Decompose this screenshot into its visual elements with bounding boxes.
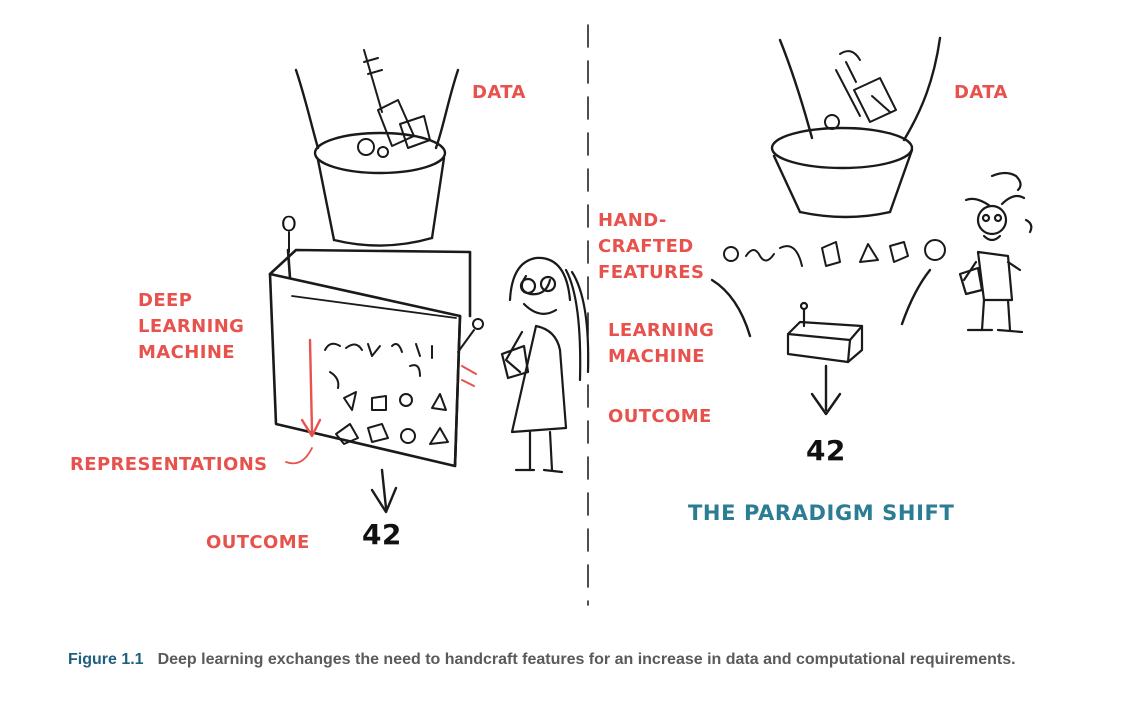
left-result-value: 42 — [362, 518, 402, 551]
crafted-label: CRAFTED — [598, 236, 694, 257]
figure-illustration: DATA O DEEP LEARNING MACHINE REPRESENTAT… — [70, 24, 1033, 606]
right-data-objects-icon — [824, 50, 897, 130]
representations-label: REPRESENTATIONS — [70, 454, 268, 475]
machine-switch-icon: O — [281, 212, 297, 236]
right-data-funnel-icon — [770, 36, 942, 219]
right-data-label: DATA — [954, 82, 1008, 103]
learning-machine-box-icon — [786, 301, 864, 364]
representations-arrow — [285, 338, 322, 465]
left-feature-arc — [710, 278, 752, 338]
left-data-label: DATA — [472, 82, 526, 103]
machine-label: MACHINE — [138, 342, 235, 363]
right-machine-label: MACHINE — [608, 346, 705, 367]
hand-label: HAND- — [598, 210, 667, 231]
right-feature-arc — [900, 268, 932, 326]
right-learning-label: LEARNING — [608, 320, 715, 341]
right-result-value: 42 — [806, 434, 846, 467]
left-outcome-arrow — [370, 468, 398, 514]
engineer-character-icon — [958, 171, 1033, 334]
machine-representation-shapes-icon — [324, 342, 449, 445]
scientist-character-icon — [500, 256, 590, 474]
caption-text: Deep learning exchanges the need to hand… — [157, 651, 1016, 668]
sketch-drawing — [268, 24, 1033, 606]
figure-number: Figure 1.1 — [68, 651, 144, 668]
left-data-objects-icon — [357, 49, 431, 158]
features-label: FEATURES — [598, 262, 705, 283]
right-outcome-arrow — [810, 364, 842, 416]
figure-caption: Figure 1.1 Deep learning exchanges the ne… — [68, 648, 1068, 672]
crank-handle-icon — [457, 318, 484, 387]
left-outcome-label: OUTCOME — [206, 532, 310, 553]
deep-label: DEEP — [138, 290, 193, 311]
left-data-funnel-icon — [294, 68, 460, 247]
right-outcome-label: OUTCOME — [608, 406, 712, 427]
handcrafted-feature-shapes-icon — [723, 239, 946, 267]
paradigm-shift-title: THE PARADIGM SHIFT — [688, 501, 955, 525]
deep-learning-machine-box-icon — [268, 248, 472, 468]
learning-label: LEARNING — [138, 316, 245, 337]
